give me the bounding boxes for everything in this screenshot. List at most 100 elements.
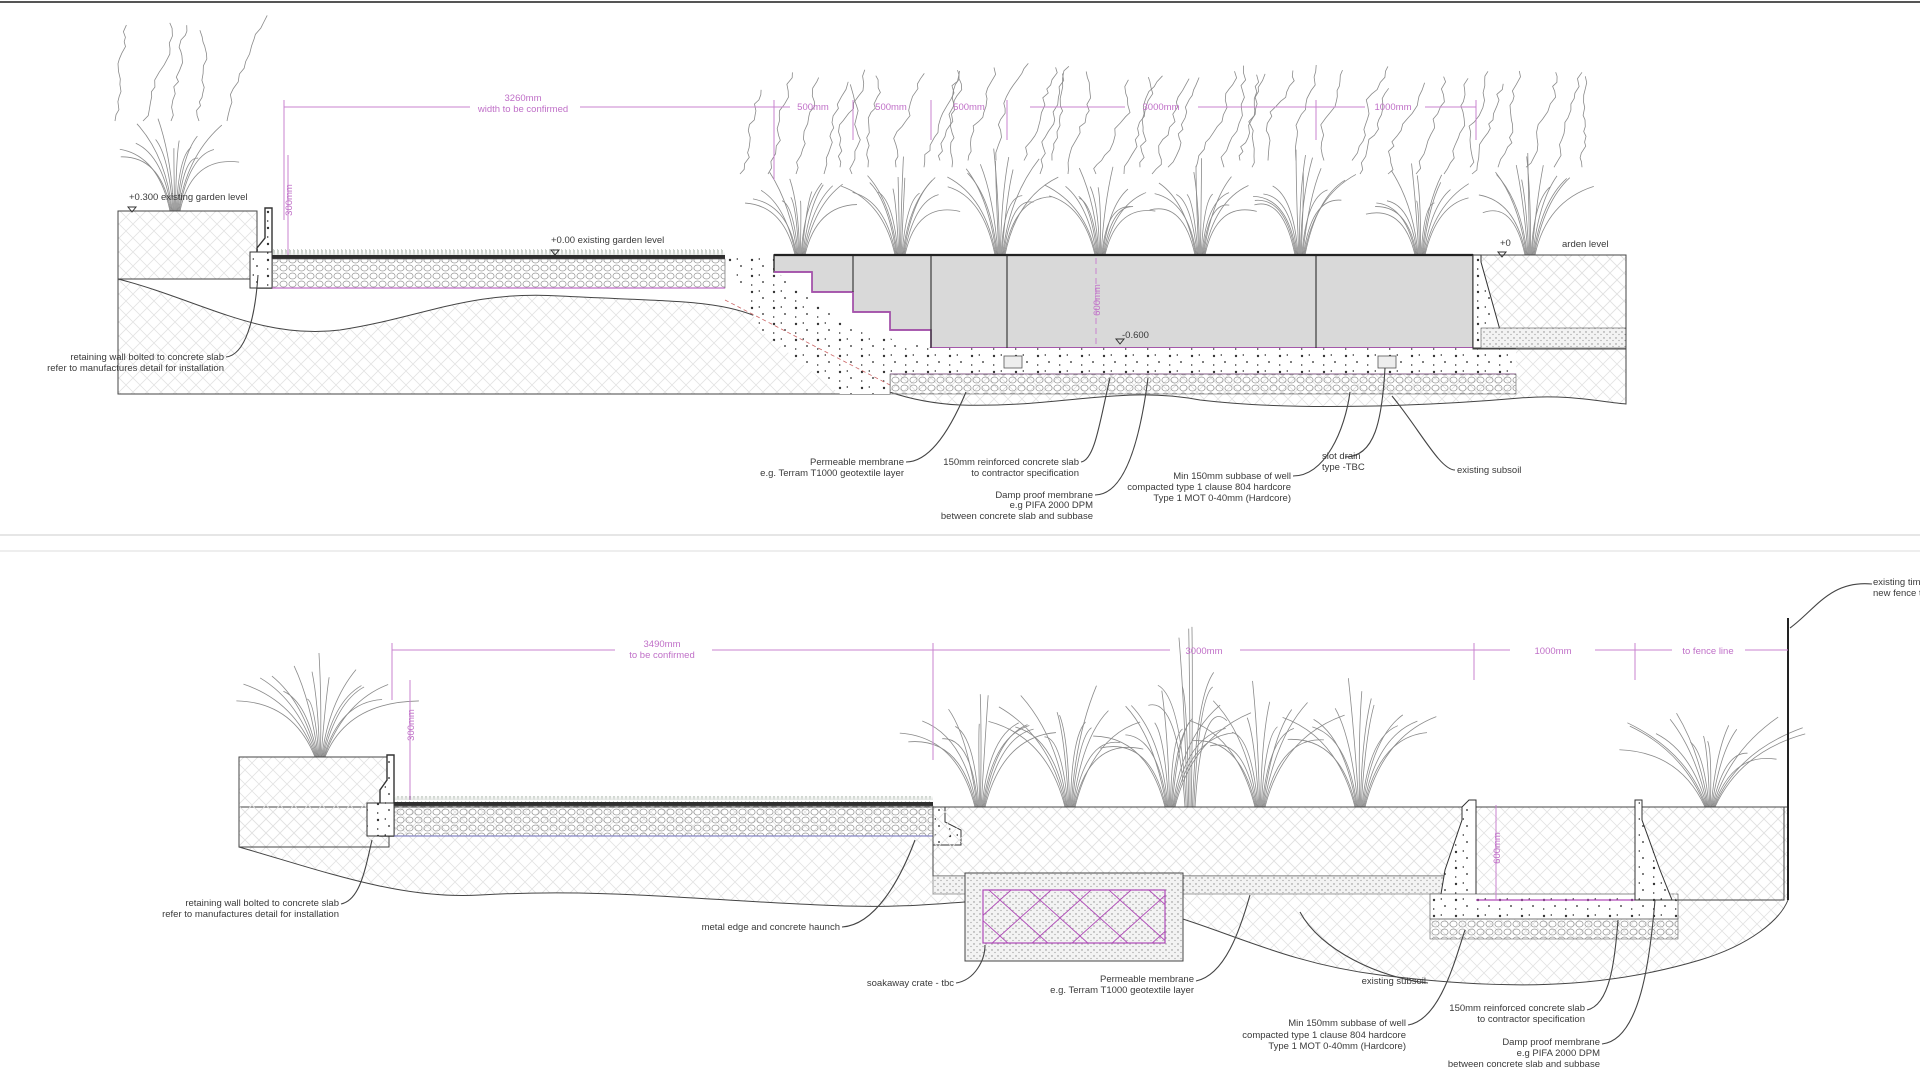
note-fence-2: new fence t <box>1873 588 1920 599</box>
note-slab-1: 150mm reinforced concrete slab <box>1449 1003 1585 1014</box>
dim-wall-height: 300mm <box>284 184 295 216</box>
tree-canopy <box>114 15 268 122</box>
plant-clump <box>236 652 419 758</box>
dimension-chain-top <box>283 100 1477 348</box>
note-dpm-2: e.g PIFA 2000 DPM <box>1517 1048 1601 1059</box>
dim-3: 500mm <box>953 102 985 113</box>
level-pool-base: -0.600 <box>1122 330 1149 341</box>
level-right: arden level <box>1562 239 1608 250</box>
section-a: +0.300 existing garden level +0.00 exist… <box>47 15 1627 522</box>
note-membrane-1: Permeable membrane <box>810 457 904 468</box>
level-right-zero: +0 <box>1500 238 1511 249</box>
dim-5: 1000mm <box>1375 102 1412 113</box>
tree-canopy <box>739 72 861 175</box>
note-subbase-3: Type 1 MOT 0-40mm (Hardcore) <box>1268 1041 1406 1052</box>
level-marker-icon <box>1496 251 1508 258</box>
dim-2: 1000mm <box>1535 646 1572 657</box>
dim-pool-depth: 600mm <box>1092 284 1103 316</box>
note-slab-2: to contractor specification <box>971 468 1079 479</box>
note-membrane-2: e.g. Terram T1000 geotextile layer <box>760 468 904 479</box>
leader-lines-top <box>225 274 1456 496</box>
right-retaining-wall <box>1634 799 1673 901</box>
note-membrane-2: e.g. Terram T1000 geotextile layer <box>1050 985 1194 996</box>
note-fence-1: existing tim <box>1873 577 1920 588</box>
level-upper: +0.300 existing garden level <box>129 192 248 203</box>
soakaway-crate <box>982 889 1166 944</box>
pool-dividers <box>852 255 1317 348</box>
dim-2: 500mm <box>875 102 907 113</box>
plant-clump <box>1148 626 1228 808</box>
lawn-subbase <box>271 258 726 289</box>
note-subsoil: existing subsoil <box>1362 976 1426 987</box>
tree-canopy <box>1468 70 1588 168</box>
section-b: 3490mm to be confirmed 3000mm 1000mm to … <box>162 577 1920 1070</box>
note-dpm-2: e.g PIFA 2000 DPM <box>1010 500 1094 511</box>
dim-overall: 3490mm <box>644 639 681 650</box>
plant-clump <box>1478 153 1594 256</box>
hardcore-subbase <box>889 373 1517 395</box>
plant-clump <box>841 156 961 256</box>
lawn-topsoil <box>272 255 725 259</box>
hardcore-subbase <box>1429 918 1679 940</box>
level-marker-icon <box>1114 338 1126 345</box>
note-subbase-3: Type 1 MOT 0-40mm (Hardcore) <box>1153 493 1291 504</box>
slot-drain-right <box>1377 355 1397 369</box>
plant-clump <box>1365 163 1469 256</box>
tree-canopy <box>1238 64 1389 161</box>
note-haunch: metal edge and concrete haunch <box>702 922 840 933</box>
annotations-bottom: existing tim new fence t retaining wall … <box>162 577 1920 1070</box>
dimension-chain-bottom <box>391 643 1788 900</box>
tree-canopy <box>1039 71 1190 175</box>
note-subbase-1: Min 150mm subbase of well <box>1288 1018 1406 1029</box>
plant-clump <box>745 172 857 256</box>
note-membrane-1: Permeable membrane <box>1100 974 1194 985</box>
plant-clump <box>899 694 1056 808</box>
tree-planting-top <box>114 15 1594 256</box>
main-planter <box>932 806 1470 877</box>
wall-footing <box>249 251 273 289</box>
excavation-line <box>724 299 891 386</box>
plant-clump <box>1253 149 1357 256</box>
note-retaining-wall-1: retaining wall bolted to concrete slab <box>185 898 339 909</box>
note-subbase-1: Min 150mm subbase of well <box>1173 471 1291 482</box>
note-retaining-wall-2: refer to manufactures detail for install… <box>162 909 339 920</box>
tree-canopy <box>1359 76 1504 175</box>
lawn-grass <box>394 796 933 802</box>
right-planter-subbase <box>1480 327 1627 349</box>
level-marker-icon <box>549 249 561 256</box>
plant-clump <box>947 148 1059 256</box>
dim-1: 500mm <box>797 102 829 113</box>
plant-clump <box>119 118 240 212</box>
level-lawn: +0.00 existing garden level <box>551 235 664 246</box>
note-dpm-3: between concrete slab and subbase <box>1448 1059 1600 1070</box>
dim-overall: 3260mm <box>505 93 542 104</box>
grass-planting-bottom <box>236 626 1806 808</box>
note-slab-2: to contractor specification <box>1477 1014 1585 1025</box>
tree-canopy <box>1139 65 1260 168</box>
note-dpm-1: Damp proof membrane <box>995 490 1093 501</box>
dim-4: 3000mm <box>1143 102 1180 113</box>
note-retaining-wall-2: refer to manufactures detail for install… <box>47 363 224 374</box>
dim-overall-note: to be confirmed <box>629 650 694 661</box>
tree-canopy <box>837 69 963 168</box>
note-retaining-wall-1: retaining wall bolted to concrete slab <box>70 352 224 363</box>
note-dpm-3: between concrete slab and subbase <box>941 511 1093 522</box>
note-slot-drain-2: type -TBC <box>1322 462 1365 473</box>
slot-drain-left <box>1003 355 1023 369</box>
plant-clump <box>1619 712 1806 808</box>
dim-overall-note: width to be confirmed <box>477 104 568 115</box>
dim-3: to fence line <box>1682 646 1733 657</box>
plant-clump <box>1282 678 1437 808</box>
plant-clump <box>1044 166 1156 256</box>
note-soakaway: soakaway crate - tbc <box>867 978 954 989</box>
lawn-topsoil <box>394 802 933 806</box>
note-slot-drain-1: slot drain <box>1322 451 1361 462</box>
dim-1: 3000mm <box>1186 646 1223 657</box>
step-foundation <box>725 255 931 394</box>
leader-lines-bottom <box>340 583 1873 1045</box>
concrete-slab <box>890 348 1516 374</box>
plant-clump <box>988 685 1144 808</box>
note-slab-1: 150mm reinforced concrete slab <box>943 457 1079 468</box>
dim-wall-height: 300mm <box>406 709 417 741</box>
note-subsoil: existing subsoil <box>1457 465 1521 476</box>
